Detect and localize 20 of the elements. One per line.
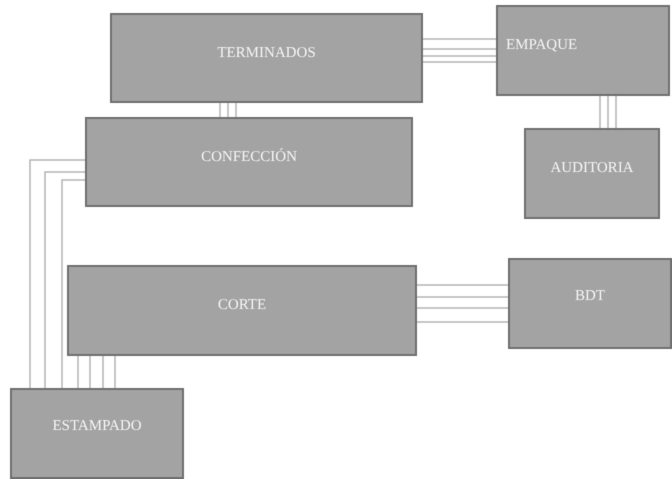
process-box [67, 265, 417, 356]
process-box [508, 258, 672, 349]
connector-lines [29, 159, 86, 389]
connector-lines [77, 355, 116, 389]
box-label: CONFECCIÓN [201, 149, 297, 166]
process-box [85, 117, 413, 207]
connector-lines [219, 102, 237, 118]
process-box [524, 128, 660, 219]
process-box [10, 388, 184, 479]
connector-lines [422, 38, 497, 63]
process-box [110, 13, 423, 103]
box-label: TERMINADOS [217, 45, 316, 62]
box-label: AUDITORIA [550, 160, 634, 177]
process-box [496, 5, 670, 96]
box-label: BDT [575, 288, 605, 305]
box-label: EMPAQUE [506, 37, 578, 54]
box-label: ESTAMPADO [52, 418, 142, 435]
box-label: CORTE [218, 297, 266, 314]
connector-lines [599, 95, 617, 129]
connector-lines [416, 284, 509, 323]
